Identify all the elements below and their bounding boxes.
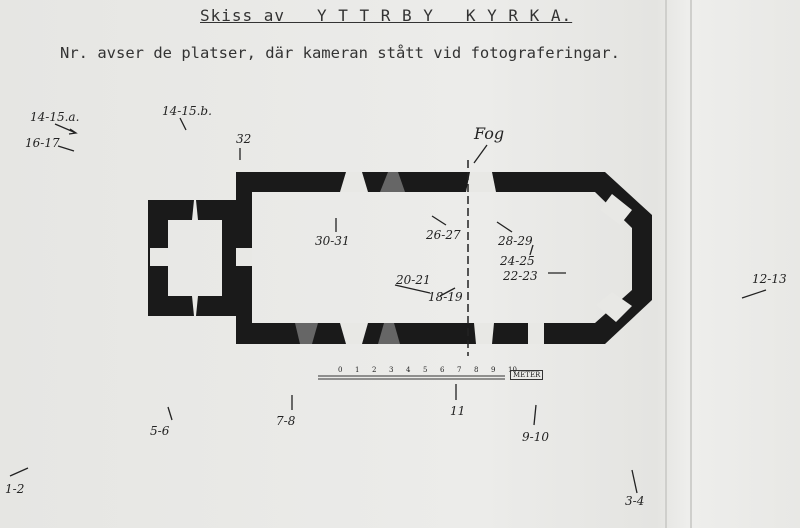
scale-tick: 3 xyxy=(389,366,394,374)
scale-tick: 8 xyxy=(474,366,479,374)
label-32: 32 xyxy=(236,132,252,146)
scale-tick: 9 xyxy=(491,366,496,374)
page-title: Skiss av Y T T R B Y K Y R K A. xyxy=(200,6,573,25)
label-9-10: 9-10 xyxy=(522,430,549,444)
label-5-6: 5-6 xyxy=(150,424,170,438)
label-1-2: 1-2 xyxy=(5,482,25,496)
scale-tick: 2 xyxy=(372,366,377,374)
fold-line xyxy=(665,0,667,528)
nave-chancel xyxy=(236,172,652,344)
label-22-23: 22-23 xyxy=(503,269,538,283)
church-walls xyxy=(148,172,652,344)
subtitle: Nr. avser de platser, där kameran stått … xyxy=(60,44,620,62)
scale-tick: 1 xyxy=(355,366,360,374)
arrows xyxy=(9,117,767,494)
fold-line xyxy=(690,0,692,528)
label-12-13: 12-13 xyxy=(752,272,787,286)
scale-unit: METER xyxy=(510,370,544,380)
label-16-17: 16-17 xyxy=(25,136,60,150)
label-18-19: 18-19 xyxy=(428,290,463,304)
hatched-windows xyxy=(295,172,405,344)
scale-tick: 5 xyxy=(423,366,428,374)
label-20-21: 20-21 xyxy=(396,273,431,287)
scale-tick: 6 xyxy=(440,366,445,374)
label-7-8: 7-8 xyxy=(276,414,296,428)
label-24-25: 24-25 xyxy=(500,254,535,268)
label-30-31: 30-31 xyxy=(315,234,350,248)
scale-tick: 7 xyxy=(457,366,462,374)
label-14-15b: 14-15.b. xyxy=(162,104,212,118)
label-11: 11 xyxy=(450,404,466,418)
windows xyxy=(150,172,632,344)
label-14-15a: 14-15.a. xyxy=(30,110,80,124)
scale-tick: 0 xyxy=(338,366,343,374)
label-3-4: 3-4 xyxy=(625,494,645,508)
label-28-29: 28-29 xyxy=(498,234,533,248)
label-26-27: 26-27 xyxy=(426,228,461,242)
scale-tick: 4 xyxy=(406,366,411,374)
scale-bar xyxy=(318,375,505,380)
label-fog: Fog xyxy=(474,124,505,143)
